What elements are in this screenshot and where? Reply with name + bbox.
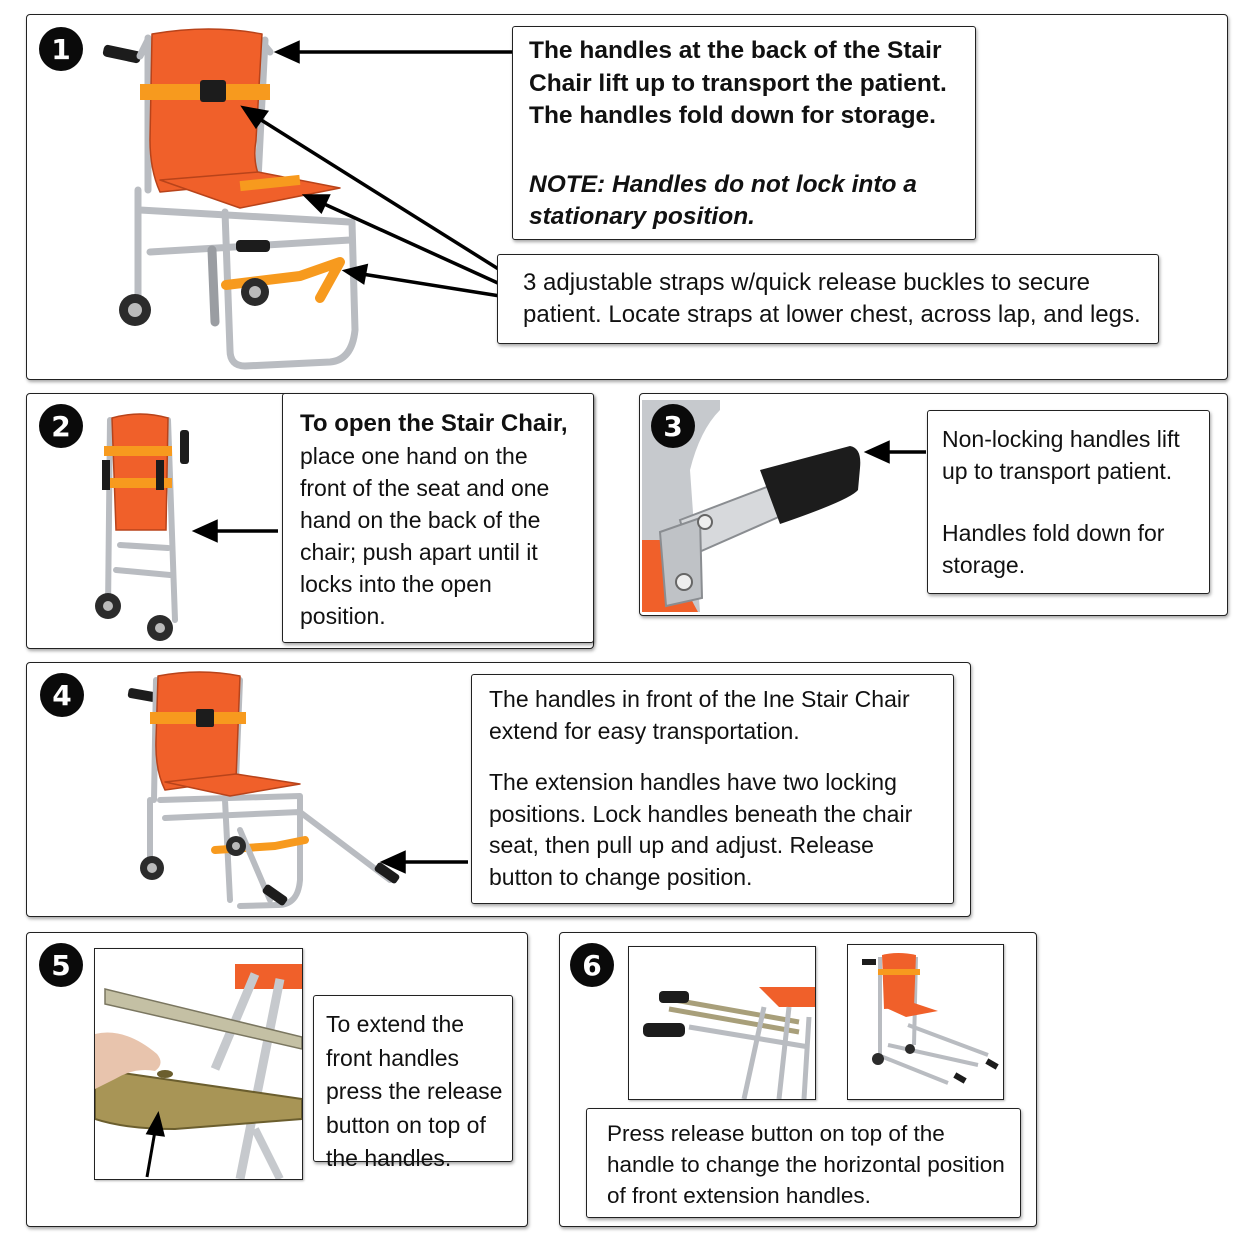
step-4-text-box: The handles in front of the Ine Stair Ch… <box>471 674 954 904</box>
step-4-text-extend: The handles in front of the Ine Stair Ch… <box>489 686 910 744</box>
step-1-straps-text: 3 adjustable straps w/quick release buck… <box>523 269 1141 328</box>
step-1-badge: 1 <box>39 27 83 71</box>
step-4-text-locking: The extension handles have two locking p… <box>489 769 913 890</box>
chair-handles-extended <box>862 953 999 1085</box>
step-4-badge: 4 <box>40 673 84 717</box>
step-2-text-box: To open the Stair Chair, place one hand … <box>282 393 594 643</box>
step-3-badge: 3 <box>651 404 695 448</box>
step-2-text: place one hand on the front of the seat … <box>300 443 550 629</box>
step-1-handles-box: The handles at the back of the Stair Cha… <box>512 26 976 240</box>
chair-side-photo <box>847 944 1004 1100</box>
step-3-text-lift: Non-locking handles lift up to transport… <box>942 426 1180 484</box>
step-6-badge: 6 <box>570 943 614 987</box>
step-6-text-box: Press release button on top of the handl… <box>586 1108 1021 1218</box>
step-2-heading: To open the Stair Chair, <box>300 410 568 437</box>
step-5-text-box: To extend the front handles press the re… <box>313 995 513 1171</box>
step-1-handles-text: The handles at the back of the Stair Cha… <box>529 37 947 129</box>
extension-handles-closeup <box>643 987 815 1099</box>
release-button-photo <box>94 948 303 1180</box>
step-5-badge: 5 <box>39 943 83 987</box>
step-5-text: To extend the front handles press the re… <box>326 1011 503 1171</box>
step-2-badge: 2 <box>39 404 83 448</box>
handle-position-photo <box>628 946 816 1100</box>
step-1-straps-box: 3 adjustable straps w/quick release buck… <box>497 254 1159 344</box>
step-6-text: Press release button on top of the handl… <box>607 1121 1005 1208</box>
step-3-text-box: Non-locking handles lift up to transport… <box>927 410 1210 594</box>
release-button-closeup <box>95 964 302 1179</box>
step-1-note: NOTE: Handles do not lock into a station… <box>529 170 917 231</box>
step-3-text-fold: Handles fold down for storage. <box>942 520 1165 578</box>
